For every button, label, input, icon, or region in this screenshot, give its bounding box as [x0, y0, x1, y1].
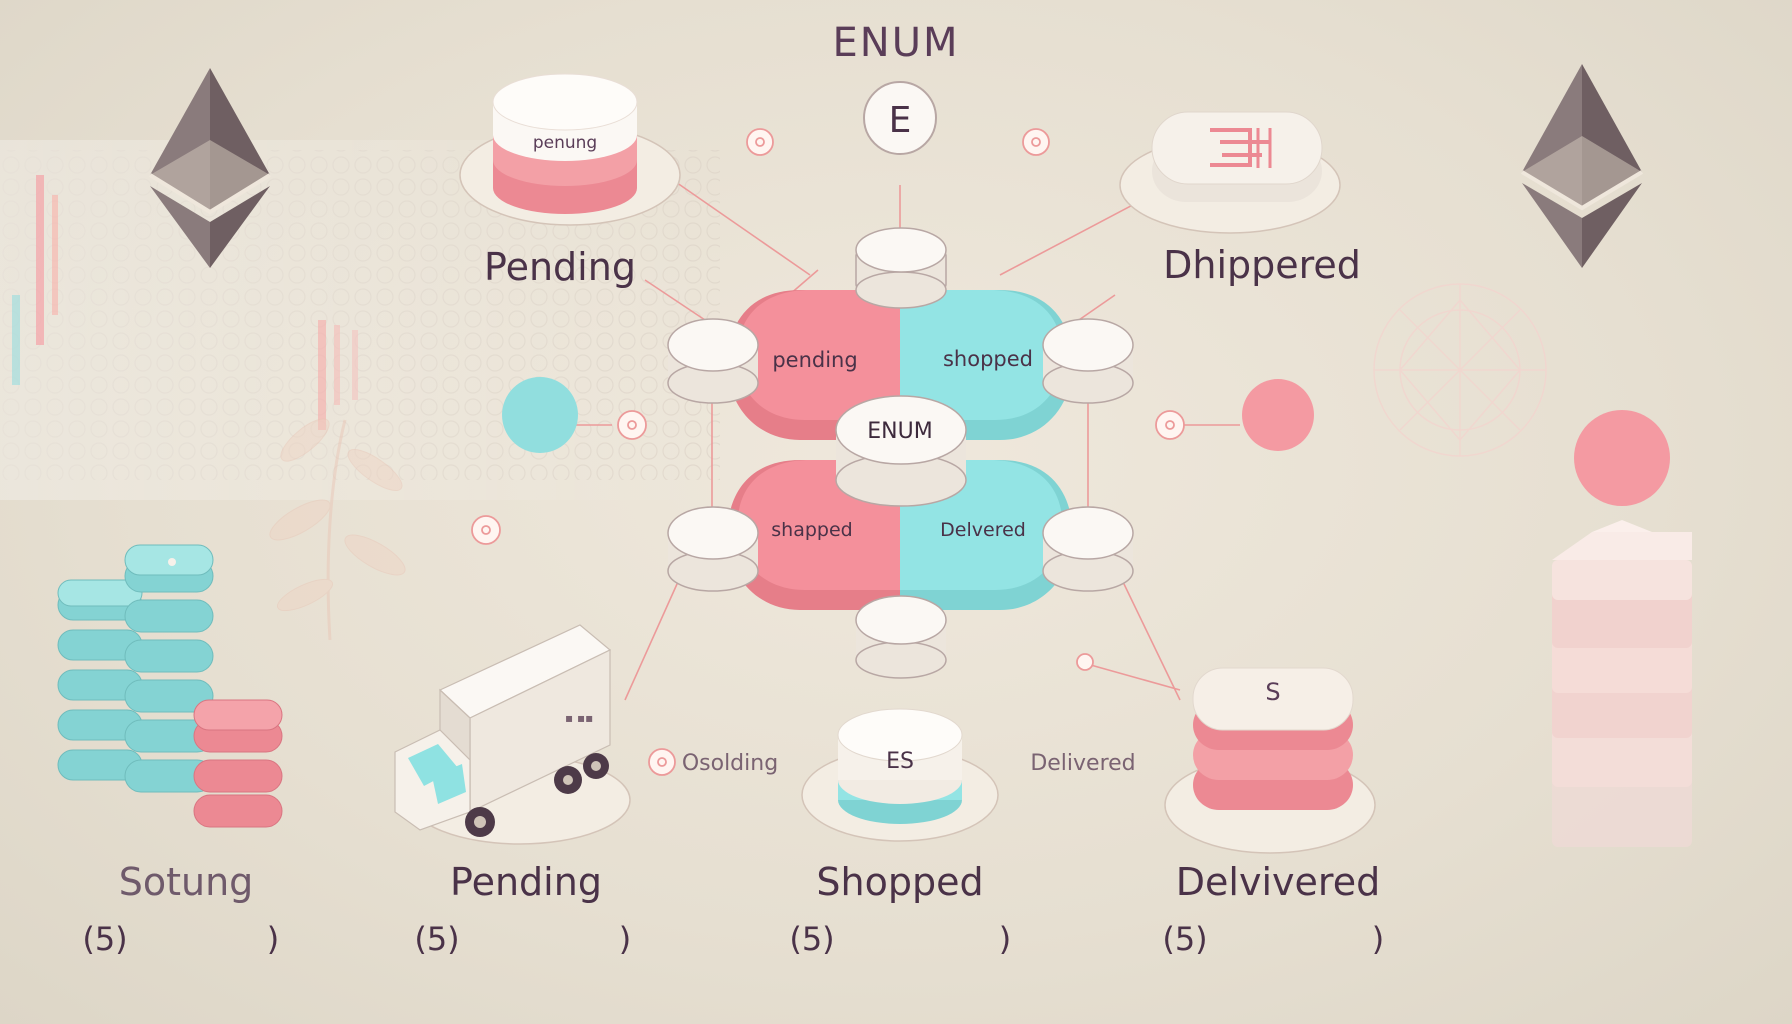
- enum-hub: pending shopped shapped Delvered: [727, 290, 1073, 610]
- footer: Sotung (5) ) Pending (5) ) Shopped (5) )…: [82, 860, 1384, 958]
- top-left-disc-label: penung: [533, 133, 597, 153]
- header-title: ENUM: [833, 20, 960, 66]
- footer-count-1: (5): [414, 920, 459, 958]
- hub-quadrant-delivered: Delvered: [940, 519, 1026, 541]
- tile-glyph-icon: [1210, 128, 1272, 168]
- bottom-right-stack: S: [1164, 667, 1376, 854]
- footer-count-3: (5): [1162, 920, 1207, 958]
- hub-quadrant-shopped: shopped: [943, 347, 1033, 371]
- bottom-middle-disc: ES: [801, 708, 999, 842]
- glitch-bars: [12, 175, 358, 430]
- footer-close-1: ): [619, 920, 631, 958]
- left-cylinder-stacks: [57, 544, 283, 828]
- side-right-text: Delivered: [1030, 751, 1135, 776]
- ethereum-left-icon: [148, 68, 272, 268]
- footer-close-3: ): [1372, 920, 1384, 958]
- teal-node: [502, 377, 578, 453]
- top-left-disc-stack: penung: [459, 73, 681, 226]
- bottom-right-disc-label: S: [1265, 678, 1280, 706]
- pink-node: [1242, 379, 1314, 451]
- header-badge: E: [863, 81, 937, 155]
- footer-count-2: (5): [789, 920, 834, 958]
- truck-mark: ▪ ▪▪: [565, 711, 593, 725]
- footer-label-3: Delvivered: [1176, 860, 1380, 904]
- hub-center-label: ENUM: [867, 419, 932, 444]
- header-badge-text: E: [889, 100, 912, 141]
- bottom-middle-disc-label: ES: [886, 749, 914, 774]
- pink-sphere: [1574, 410, 1670, 506]
- footer-close-2: ): [999, 920, 1011, 958]
- crystal-globe-icon: [1373, 283, 1547, 457]
- hub-quadrant-pending: pending: [772, 348, 857, 372]
- hub-pucks: [667, 227, 1134, 679]
- footer-label-1: Pending: [450, 860, 602, 904]
- footer-close-0: ): [267, 920, 279, 958]
- top-right-label: Dhippered: [1163, 243, 1361, 287]
- hub-quadrant-shapped: shapped: [771, 519, 852, 541]
- footer-label-2: Shopped: [816, 860, 983, 904]
- right-block-stack: [1552, 520, 1692, 847]
- ethereum-right-icon: [1520, 64, 1644, 268]
- footer-label-0: Sotung: [119, 860, 254, 904]
- side-left-text: Osolding: [682, 751, 778, 776]
- top-left-label: Pending: [484, 245, 636, 289]
- leaf-icon: [269, 418, 406, 641]
- delivery-truck-icon: ▪ ▪▪: [394, 624, 631, 845]
- ring-markers: [471, 128, 1185, 776]
- top-right-tile: [1119, 111, 1341, 234]
- footer-count-0: (5): [82, 920, 127, 958]
- connector-lines: [552, 177, 1240, 701]
